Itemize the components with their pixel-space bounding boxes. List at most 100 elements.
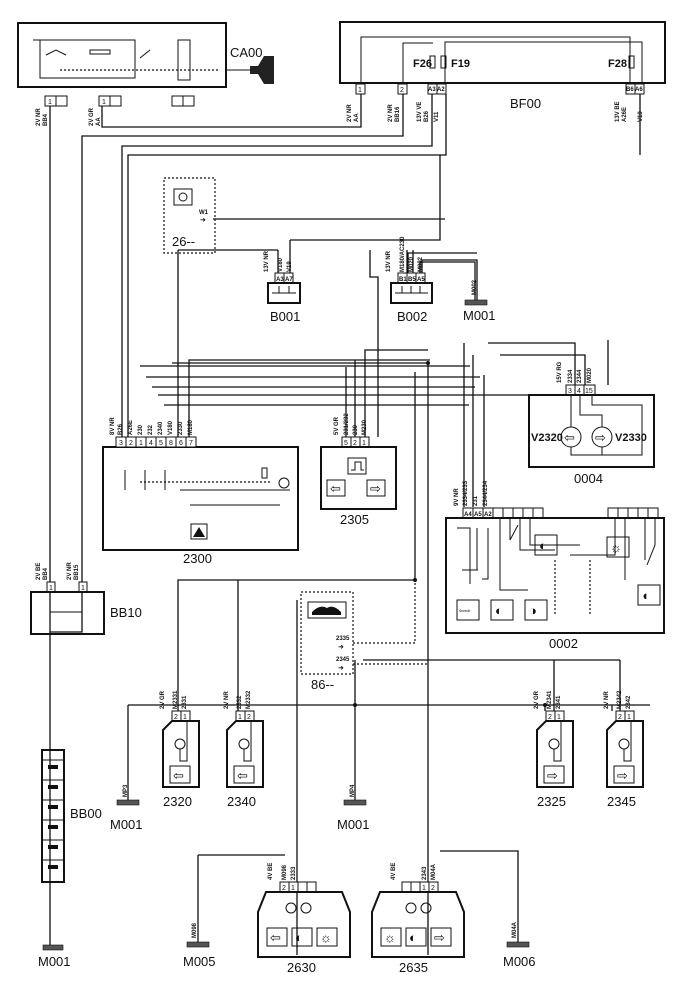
battery-cell <box>48 845 58 849</box>
battery-cell <box>48 865 58 869</box>
wire-label: V11 <box>434 111 440 122</box>
wire-label: V19 <box>638 111 644 122</box>
pin-label: 1 <box>557 714 561 721</box>
wire-label: 2V NR <box>224 691 230 709</box>
pin-label: 2 <box>247 714 251 721</box>
wire-label: 2335 <box>336 636 350 642</box>
component-label: BB10 <box>110 605 142 620</box>
component-label: B001 <box>270 309 300 324</box>
ground-mp3: MP3 M001 <box>110 784 143 832</box>
component-label: 0002 <box>549 636 578 651</box>
arrow-right-icon: ⇨ <box>434 930 445 945</box>
arrow-icon: ➜ <box>200 217 206 224</box>
pin-label: 5 <box>344 440 348 447</box>
wire-label: 2340 <box>158 421 164 435</box>
component-label: CA00 <box>230 45 263 60</box>
arrow-icon: ➜ <box>338 644 344 651</box>
battery-cell <box>48 825 58 829</box>
component-label: 2305 <box>340 512 369 527</box>
wire-label: 13V BE <box>615 101 621 122</box>
fusebox-bb10: 1 1 BB10 2V BE BB4 2V NR BB15 <box>30 562 142 635</box>
component-label: 2300 <box>183 551 212 566</box>
ground-icon <box>464 299 488 306</box>
wire-label: 4V BE <box>268 863 274 880</box>
wire-label: 2V GR <box>89 107 95 126</box>
pin-label: 1 <box>139 440 143 447</box>
pin-label: 2 <box>431 885 435 892</box>
arrow-left-icon: ⇦ <box>270 930 281 945</box>
pin-label: 1 <box>627 714 631 721</box>
component-label: BB00 <box>70 806 102 821</box>
wire-label: M04A <box>512 921 518 938</box>
component-label: 2320 <box>163 794 192 809</box>
wire-label: 5V GR <box>334 416 340 435</box>
wire-label: 2V NR <box>347 104 353 122</box>
light-icon: ☼ <box>384 930 396 945</box>
pin-label: 8 <box>169 440 173 447</box>
fuse-label: F28 <box>608 58 627 70</box>
car-icon <box>312 606 341 615</box>
wire-label: BB4 <box>43 567 49 580</box>
pin-label: 1 <box>183 714 187 721</box>
component-label: M005 <box>183 954 216 969</box>
light-icon: ☼ <box>320 930 332 945</box>
wire-label: B26 <box>118 423 124 435</box>
pin-label: A5 <box>417 277 425 283</box>
component-label: BF00 <box>510 96 541 111</box>
wire-label: 231/232 <box>344 413 350 435</box>
wire-label: 13V NR <box>386 250 392 272</box>
arrow-right-icon: ⇨ <box>617 768 628 783</box>
wire-label: V19 <box>287 261 293 272</box>
wire-label: M002 <box>472 279 478 295</box>
wire-label: 2334 <box>568 369 574 383</box>
ignition-switch-ca00: 1 1 CA00 2V NR BB4 2V GR AA <box>17 22 274 126</box>
pin-label: 3 <box>568 388 572 395</box>
pin-label: 1 <box>48 99 52 106</box>
wire-label: 13V NR <box>264 250 270 272</box>
battery-cell <box>48 805 58 809</box>
arrow-left-icon: ⇦ <box>564 430 575 445</box>
wire-label: B26 <box>424 110 430 122</box>
arrow-left-icon: ⇦ <box>237 768 248 783</box>
ground-m005: M098 M005 <box>183 922 216 969</box>
arrow-icon: ➜ <box>338 665 344 672</box>
light-icon: ☼ <box>610 540 622 555</box>
wire-label: 8V NR <box>110 417 116 435</box>
component-label: M006 <box>503 954 536 969</box>
pin-label: 15 <box>585 388 593 395</box>
wire-label: M180 <box>188 419 194 435</box>
wire-label: 2332 <box>237 695 243 709</box>
pin-label: A2 <box>437 87 445 93</box>
hazard-triangle-icon <box>193 527 205 537</box>
module-86: 2335 ➜ 2345 ➜ 86-- <box>300 582 428 692</box>
wire-label: 2344/234 <box>483 480 489 506</box>
ground-icon <box>42 944 64 951</box>
component-label: M001 <box>337 817 370 832</box>
fog-lamp-icon: ◐ <box>295 930 303 945</box>
wire-label: M020 <box>409 256 415 272</box>
pin-label: 2 <box>282 885 286 892</box>
connector-b002: B1 B5 A5 B002 13V NR M180/AC230 M020 M00… <box>386 236 477 324</box>
pin-label: 4 <box>149 440 153 447</box>
component-label: 2635 <box>399 960 428 975</box>
wire-label: V180 <box>278 257 284 272</box>
rear-lamp-2630: 2 1 ⇦ ◐ ☼ 2630 4V BE M098 2333 <box>257 863 351 975</box>
wire-label: 2341 <box>556 695 562 709</box>
wires <box>49 94 650 955</box>
connector-b001: A3 A7 B001 13V NR V180 V19 <box>264 250 301 324</box>
wire-label: AA <box>96 117 102 126</box>
wire-label: M2331 <box>173 690 179 709</box>
arrow-right-icon: ⇨ <box>595 430 606 445</box>
pin-label: 2 <box>129 440 133 447</box>
battery-bb00: BB00 M001 <box>38 749 102 969</box>
component-label: 0004 <box>574 471 603 486</box>
wire-label: M180/AC230 <box>400 236 406 272</box>
ground-m006: M04A M006 <box>503 921 536 969</box>
pin-label: A2 <box>484 512 492 518</box>
pin-label: 3 <box>119 440 123 447</box>
fog-lamp-icon: ◐ <box>409 930 417 945</box>
pin-label: B6 <box>626 87 634 93</box>
wire-label: 2343 <box>422 866 428 880</box>
